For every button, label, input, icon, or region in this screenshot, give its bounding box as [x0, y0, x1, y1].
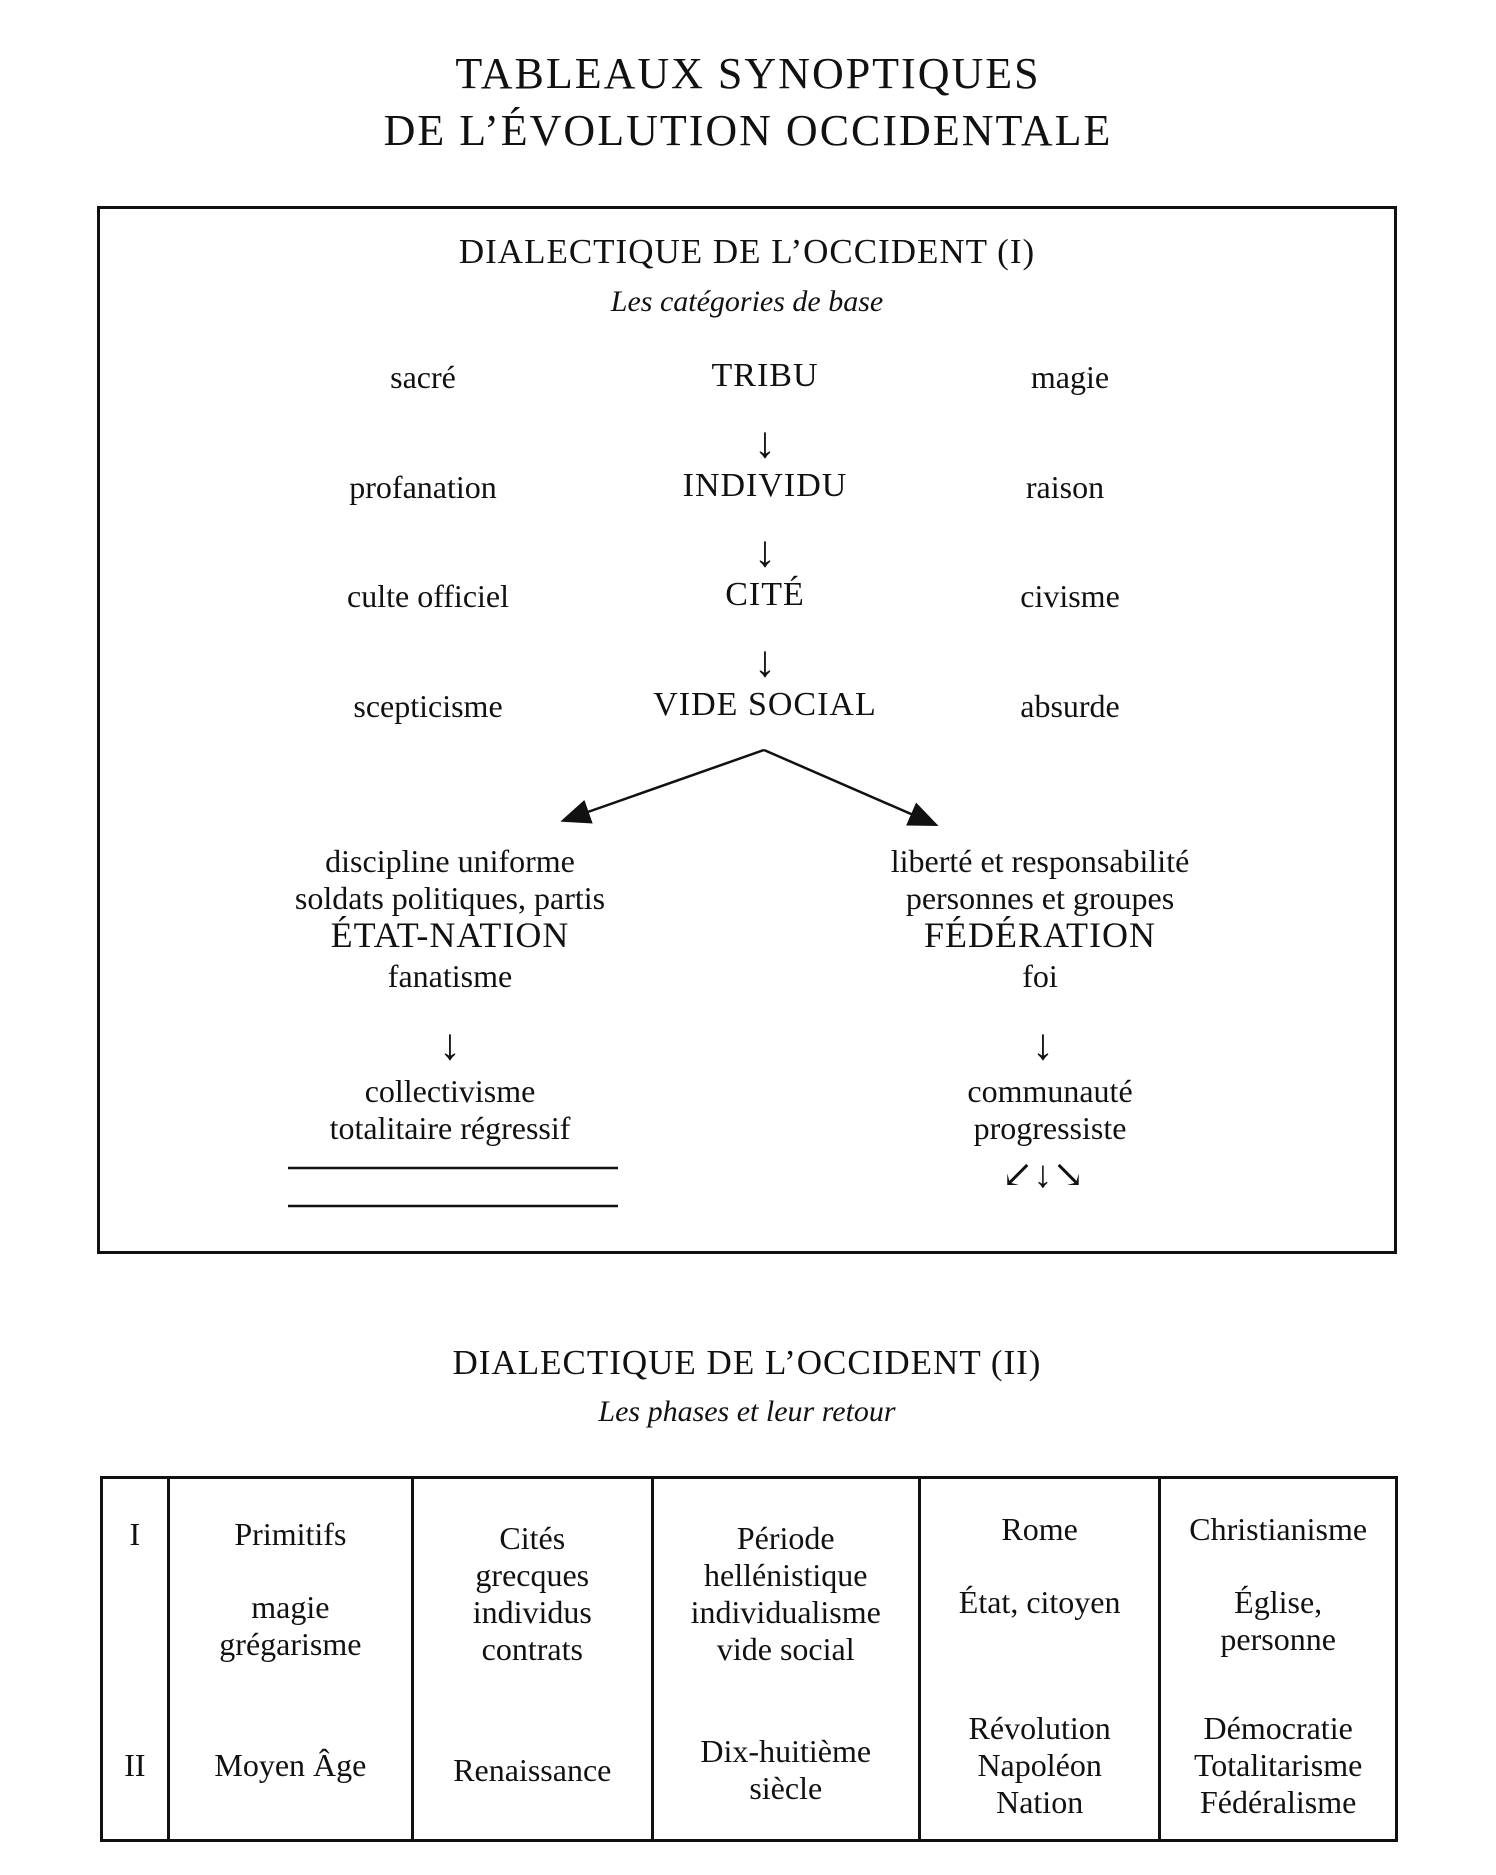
phase-middle: individualisme — [690, 1594, 881, 1630]
phase-top: grecques — [475, 1557, 590, 1593]
right-result-line-2: progressiste — [973, 1110, 1127, 1146]
phase-top: Primitifs — [234, 1516, 347, 1552]
arrow-down-icon: ↓ — [1032, 1020, 1054, 1069]
phase-top: hellénistique — [703, 1557, 868, 1593]
phases-table: I II Primitifs magie grégarisme Moyen Âg… — [100, 1476, 1398, 1842]
left-branch-etat-nation: ÉTAT-NATION — [330, 915, 570, 955]
diagram-1-frame — [97, 206, 1397, 1254]
row-labels-cell: I II — [100, 1476, 170, 1842]
branch-arrow-right-icon — [763, 748, 939, 826]
right-branch-federation: FÉDÉRATION — [924, 915, 1156, 955]
phase-top: Cités — [499, 1520, 566, 1556]
phase-middle: magie — [251, 1589, 330, 1625]
phase-column-christianisme: Christianisme Église, personne Démocrati… — [1158, 1476, 1398, 1842]
row-label-ii: II — [124, 1747, 146, 1783]
category-absurde: absurde — [1020, 688, 1120, 724]
row-label-i: I — [129, 1516, 141, 1552]
arrow-down-left-icon: ↙ — [1001, 1154, 1034, 1196]
phase-bottom-line: Nation — [996, 1783, 1084, 1820]
phase-top: Rome — [1001, 1510, 1078, 1547]
right-branch-line-1: liberté et responsabilité — [890, 843, 1190, 879]
arrow-down-icon: ↓ — [439, 1020, 461, 1069]
right-branch-foi: foi — [1022, 958, 1058, 994]
phase-bottom: Renaissance — [453, 1752, 612, 1788]
phase-top: Période — [736, 1520, 835, 1556]
phase-middle: contrats — [481, 1631, 583, 1667]
phase-column-periode-hellenistique: Période hellénistique individualisme vid… — [650, 1476, 921, 1842]
phase-bottom-line: Révolution — [968, 1709, 1111, 1746]
phase-bottom-line: Dix-huitième — [700, 1733, 872, 1769]
left-result-line-1: collectivisme — [364, 1073, 536, 1109]
category-culte-officiel: culte officiel — [347, 578, 509, 614]
phase-middle: État, citoyen — [958, 1583, 1121, 1620]
arrow-down-icon: ↓ — [754, 637, 776, 686]
right-branch-result: communauté progressiste — [850, 1073, 1250, 1147]
category-raison: raison — [1025, 469, 1105, 505]
phase-bottom: Moyen Âge — [214, 1747, 367, 1783]
spread-arrows: ↙↓↘ — [950, 1156, 1136, 1194]
category-profanation: profanation — [349, 469, 497, 505]
phase-middle: personne — [1220, 1620, 1336, 1657]
right-result-line-1: communauté — [967, 1073, 1133, 1109]
phase-middle: Église, — [1234, 1583, 1323, 1620]
category-magie: magie — [1030, 359, 1110, 395]
phase-column-rome: Rome État, citoyen Révolution Napoléon N… — [917, 1476, 1162, 1842]
left-branch: discipline uniforme soldats politiques, … — [210, 843, 690, 995]
left-branch-line-2: soldats politiques, partis — [294, 880, 606, 916]
right-branch: liberté et responsabilité personnes et g… — [800, 843, 1280, 995]
branch-arrow-left-icon — [560, 748, 765, 824]
phase-bottom-line: Démocratie — [1203, 1709, 1353, 1746]
phase-bottom-line: siècle — [749, 1770, 823, 1806]
table-row: I II Primitifs magie grégarisme Moyen Âg… — [100, 1476, 1398, 1842]
phase-middle: individus — [472, 1594, 592, 1630]
category-civisme: civisme — [1020, 578, 1120, 614]
category-scepticisme: scepticisme — [353, 688, 503, 724]
arrow-down-icon: ↓ — [1033, 1154, 1053, 1196]
phase-bottom: Dix-huitième siècle — [658, 1720, 914, 1820]
phase-top: Christianisme — [1189, 1510, 1368, 1547]
diagram-2-heading: DIALECTIQUE DE L’OCCIDENT (II) — [452, 1343, 1042, 1382]
phase-bottom: Démocratie Totalitarisme Fédéralisme — [1165, 1710, 1391, 1821]
page-title-line-1: TABLEAUX SYNOPTIQUES — [455, 49, 1041, 98]
diagram-2-subheading: Les phases et leur retour — [598, 1395, 896, 1428]
phase-middle: grégarisme — [219, 1626, 362, 1662]
phase-column-primitifs: Primitifs magie grégarisme Moyen Âge — [166, 1476, 415, 1842]
category-cite: CITÉ — [725, 576, 805, 613]
phase-middle: vide social — [716, 1631, 855, 1667]
diagram-1-subheading: Les catégories de base — [610, 285, 884, 318]
left-result-line-2: totalitaire régressif — [329, 1110, 571, 1146]
category-individu: INDIVIDU — [682, 467, 848, 504]
phase-bottom: Révolution Napoléon Nation — [925, 1710, 1154, 1821]
category-sacre: sacré — [390, 359, 456, 395]
phase-bottom-line: Totalitarisme — [1193, 1746, 1363, 1783]
category-tribu: TRIBU — [711, 357, 819, 394]
arrow-down-icon: ↓ — [754, 527, 776, 576]
left-branch-line-1: discipline uniforme — [325, 843, 575, 879]
diagram-1-heading: DIALECTIQUE DE L’OCCIDENT (I) — [458, 232, 1036, 271]
phase-bottom-line: Fédéralisme — [1199, 1783, 1357, 1820]
arrow-down-right-icon: ↘ — [1052, 1154, 1085, 1196]
left-branch-fanatisme: fanatisme — [387, 958, 513, 994]
category-vide-social: VIDE SOCIAL — [653, 686, 877, 723]
phase-column-cites-grecques: Cités grecques individus contrats Renais… — [411, 1476, 654, 1842]
page-title-line-2: DE L’ÉVOLUTION OCCIDENTALE — [383, 106, 1113, 155]
phase-bottom-line: Napoléon — [977, 1746, 1102, 1783]
left-branch-result: collectivisme totalitaire régressif — [250, 1073, 650, 1147]
arrow-down-icon: ↓ — [754, 418, 776, 467]
right-branch-line-2: personnes et groupes — [905, 880, 1175, 916]
